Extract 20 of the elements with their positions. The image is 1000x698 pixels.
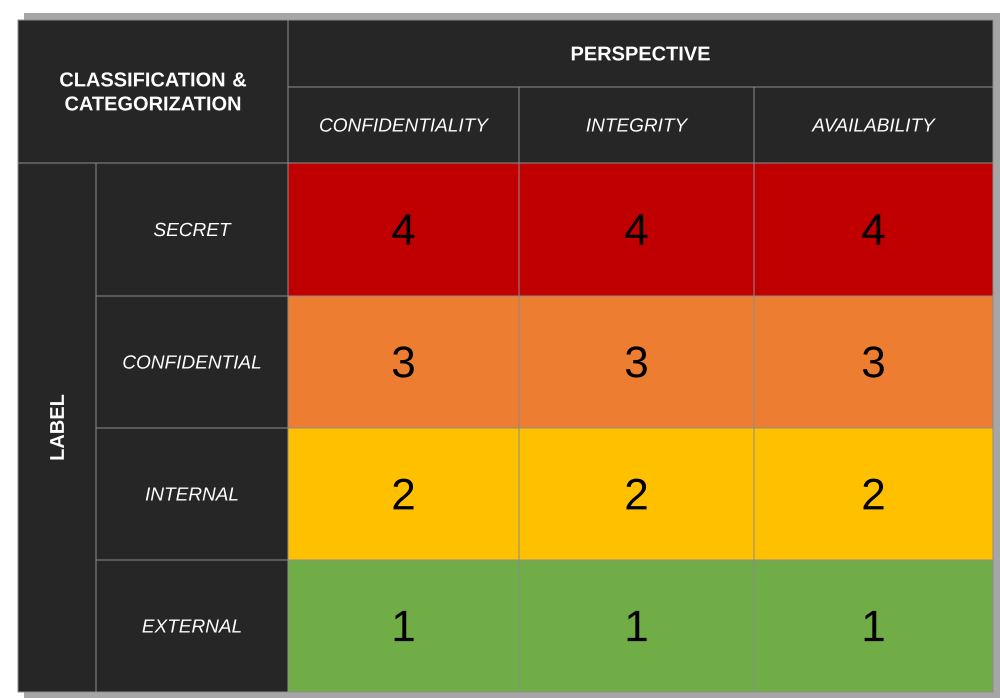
level-cell: 3 (288, 296, 520, 428)
level-cell: 2 (288, 428, 520, 560)
level-cell: 1 (518, 560, 754, 692)
level-cell: 1 (288, 560, 520, 692)
row-header-cell: LABEL (18, 162, 96, 692)
row-label-cell: EXTERNAL (96, 560, 288, 692)
level-cell: 1 (754, 560, 994, 692)
header-cell: INTEGRITY (518, 86, 754, 164)
row-label-cell: CONFIDENTIAL (96, 296, 288, 428)
header-cell: CONFIDENTIALITY (288, 86, 520, 164)
row-label-cell: SECRET (96, 162, 288, 296)
level-cell: 4 (518, 162, 754, 296)
level-cell: 2 (754, 428, 994, 560)
row-label-cell: INTERNAL (96, 428, 288, 560)
level-cell: 3 (754, 296, 994, 428)
level-cell: 4 (754, 162, 994, 296)
level-cell: 2 (518, 428, 754, 560)
level-cell: 4 (288, 162, 520, 296)
header-cell: AVAILABILITY (754, 86, 994, 164)
level-cell: 3 (518, 296, 754, 428)
